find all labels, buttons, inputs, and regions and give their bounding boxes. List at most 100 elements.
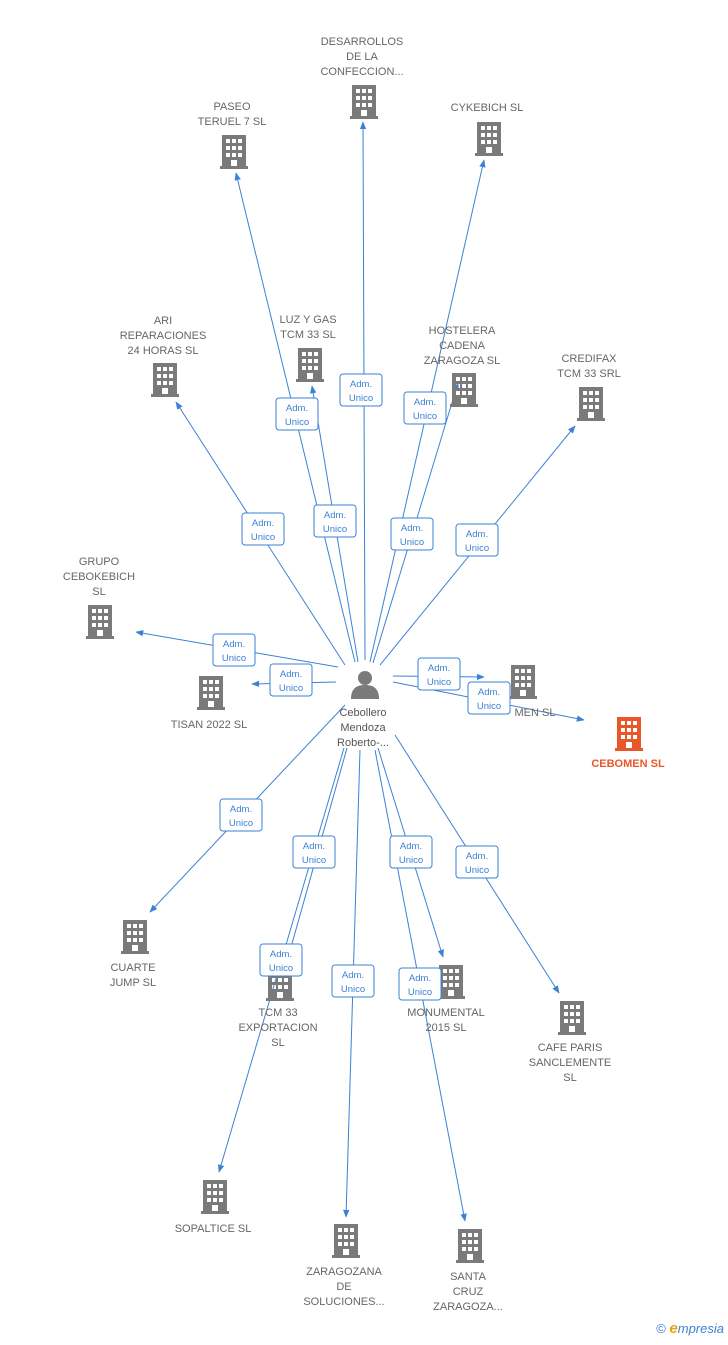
company-node-cebomen[interactable]: CEBOMEN SL (591, 717, 665, 770)
company-label: GRUPO (79, 556, 120, 568)
company-label: JUMP SL (110, 977, 156, 989)
building-icon (577, 387, 605, 421)
company-node-zaragozana[interactable]: ZARAGOZANA DE SOLUCIONES... (303, 1224, 385, 1308)
company-label: SANTA (450, 1271, 487, 1283)
relation-role-line1: Adm. (350, 379, 372, 390)
relation-role-line1: Adm. (230, 804, 252, 815)
company-label: MONUMENTAL (407, 1007, 484, 1019)
company-label: SANCLEMENTE (529, 1057, 612, 1069)
company-label: CONFECCION... (320, 66, 403, 78)
relation-role-line2: Unico (269, 963, 293, 974)
relation-badge[interactable]: Adm.Unico (212, 633, 256, 667)
relation-badge-box (467, 681, 511, 715)
relation-badge[interactable]: Adm.Unico (241, 512, 285, 546)
relation-badge-box (331, 964, 375, 998)
relation-badge[interactable]: Adm. Unico (339, 373, 383, 407)
relation-badge[interactable]: Adm. Unico (292, 835, 336, 869)
company-node-grupo[interactable]: GRUPO CEBOKEBICH SL (63, 556, 135, 639)
relation-role-line1: Adm. (303, 841, 325, 852)
relation-role-line1: Adm. (270, 949, 292, 960)
relation-badge-box (455, 523, 499, 557)
building-icon (509, 665, 537, 699)
relation-badge[interactable]: Adm.Unico (398, 967, 442, 1001)
relation-badge[interactable]: Adm. Unico (269, 663, 313, 697)
company-node-cafeparis[interactable]: CAFE PARIS SANCLEMENTE SL (529, 1001, 612, 1084)
company-label: PASEO (213, 101, 251, 113)
company-node-cykebich[interactable]: CYKEBICH SL (451, 102, 524, 156)
company-label: DE LA (346, 51, 378, 63)
company-label: DE (336, 1281, 351, 1293)
center-node[interactable]: Cebollero Mendoza Roberto-... (337, 671, 389, 749)
relation-role-line1: Adm. (342, 970, 364, 981)
company-node-tisan[interactable]: TISAN 2022 SL (171, 676, 247, 731)
relation-badge[interactable]: Adm.Unico (467, 681, 511, 715)
relation-badge-box (389, 835, 433, 869)
relation-badge[interactable]: Adm.Unico (313, 504, 357, 538)
edges-layer (135, 121, 585, 1222)
company-label: CAFE PARIS (538, 1042, 603, 1054)
relation-badge[interactable]: Adm. Unico (417, 657, 461, 691)
relation-badge-box (403, 391, 447, 425)
relation-role-line2: Unico (279, 683, 303, 694)
building-icon (197, 676, 225, 710)
relation-role-line2: Unico (427, 677, 451, 688)
relation-badge-box (259, 943, 303, 977)
company-label: ZARAGOZANA (306, 1266, 382, 1278)
company-node-cuarte[interactable]: CUARTE JUMP SL (110, 920, 156, 989)
relation-badge-box (292, 835, 336, 869)
relation-role-line1: Adm. (466, 851, 488, 862)
relation-badge[interactable]: Adm.Unico (455, 523, 499, 557)
building-icon (201, 1180, 229, 1214)
relation-role-line1: Adm. (428, 663, 450, 674)
relation-role-line1: Adm. (252, 518, 274, 529)
relation-role-line1: Adm. (280, 669, 302, 680)
center-label-2: Mendoza (340, 722, 386, 734)
company-label: SL (563, 1072, 576, 1084)
relation-role-line2: Unico (341, 984, 365, 995)
relation-badge-box (417, 657, 461, 691)
company-label: CRUZ (453, 1286, 484, 1298)
relation-badge[interactable]: Adm.Unico (389, 835, 433, 869)
relation-badge-box (219, 798, 263, 832)
relation-badge[interactable]: Adm.Unico (275, 397, 319, 431)
relation-role-line2: Unico (465, 865, 489, 876)
relation-role-line1: Adm. (400, 841, 422, 852)
company-label: REPARACIONES (120, 330, 207, 342)
brand-initial: e (669, 1320, 678, 1337)
company-label: TERUEL 7 SL (198, 116, 267, 128)
company-node-cebomen_partial[interactable]: MEN SL (509, 665, 555, 719)
company-label: SOPALTICE SL (175, 1223, 252, 1235)
company-label: SOLUCIONES... (303, 1296, 384, 1308)
relation-badge[interactable]: Adm.Unico (403, 391, 447, 425)
relation-badge-box (212, 633, 256, 667)
relation-role-line2: Unico (302, 855, 326, 866)
relation-badge[interactable]: Adm. Unico (455, 845, 499, 879)
relation-role-line2: Unico (349, 393, 373, 404)
relation-role-line1: Adm. (286, 403, 308, 414)
relation-badge[interactable]: Adm. Unico (331, 964, 375, 998)
relation-badge-box (269, 663, 313, 697)
company-node-santacruz[interactable]: SANTACRUZZARAGOZA... (433, 1229, 503, 1313)
company-label: CYKEBICH SL (451, 102, 524, 114)
relation-badge[interactable]: Adm. Unico (259, 943, 303, 977)
company-label: TCM 33 SRL (557, 368, 621, 380)
relation-role-line2: Unico (222, 653, 246, 664)
relation-role-line2: Unico (477, 701, 501, 712)
company-label: CUARTE (110, 962, 155, 974)
company-label: SL (92, 586, 105, 598)
copyright-symbol: © (656, 1321, 666, 1336)
relation-badge[interactable]: Adm.Unico (390, 517, 434, 551)
relation-role-line1: Adm. (409, 973, 431, 984)
company-node-sopaltice[interactable]: SOPALTICE SL (175, 1180, 252, 1235)
company-label: CEBOKEBICH (63, 571, 135, 583)
company-node-paseo[interactable]: PASEO TERUEL 7 SL (198, 101, 267, 169)
relation-badge[interactable]: Adm.Unico (219, 798, 263, 832)
